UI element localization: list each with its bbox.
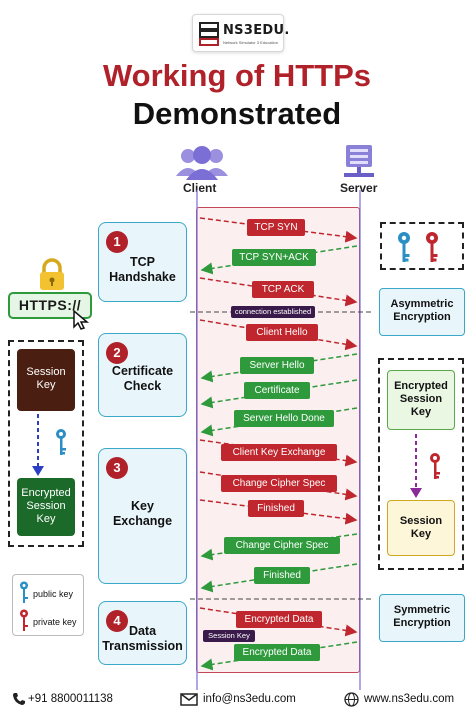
session-key-label: Session Key — [26, 366, 66, 391]
ns3edu-logo: NS3EDU. Network Simulator 3 Education — [192, 14, 289, 52]
line3: Key — [36, 513, 56, 525]
server-icon — [344, 145, 374, 177]
logo-tagline: Network Simulator 3 Education — [223, 40, 278, 45]
msg-finished-client: Finished — [248, 500, 304, 517]
line3: Key — [410, 406, 432, 418]
public-key-icon — [56, 429, 66, 455]
stage-number: 2 — [106, 342, 128, 364]
line1: Encrypted — [394, 380, 448, 392]
private-key-icon — [20, 609, 28, 631]
session-key-box: Session Key — [17, 349, 75, 411]
msg-tcp-syn-ack: TCP SYN+ACK — [232, 249, 316, 266]
email-icon — [180, 693, 198, 706]
private-key-icon — [426, 232, 438, 262]
footer-phone[interactable]: +91 8800011138 — [28, 693, 113, 705]
asymmetric-encryption-box: Asymmetric Encryption — [379, 288, 465, 336]
client-label: Client — [183, 181, 217, 195]
public-key-icon — [20, 581, 28, 603]
stage-label-line2: Handshake — [109, 270, 176, 284]
stage-label-line2: Transmission — [102, 639, 183, 653]
logo-text: NS3EDU. — [223, 23, 290, 38]
msg-tcp-syn: TCP SYN — [247, 219, 305, 236]
line2: Encryption — [393, 311, 451, 323]
msg-finished-server: Finished — [254, 567, 310, 584]
stage-label-line1: Key — [131, 499, 154, 513]
public-key-icon — [398, 232, 410, 262]
msg-client-key-exchange: Client Key Exchange — [221, 444, 337, 461]
line1: Session — [399, 515, 443, 527]
right-encrypted-session-key-box: Encrypted Session Key — [387, 370, 455, 430]
line2: Encryption — [393, 617, 451, 629]
phone-icon — [13, 693, 25, 705]
private-key-icon — [430, 453, 440, 479]
right-session-key-box: Session Key — [387, 500, 455, 556]
msg-encrypted-data-server: Encrypted Data — [234, 644, 320, 661]
down-arrow — [410, 434, 422, 498]
msg-server-hello: Server Hello — [240, 357, 314, 374]
stage-number: 4 — [106, 610, 128, 632]
legend: public key private key — [12, 574, 84, 636]
footer-website[interactable]: www.ns3edu.com — [364, 693, 455, 705]
msg-change-cipher-spec-client: Change Cipher Spec — [221, 475, 337, 492]
stage-label-line2: Exchange — [112, 514, 173, 528]
stage-label-line1: TCP — [130, 255, 155, 269]
stage-label-line1: Data — [128, 624, 157, 638]
stage-tcp-handshake: 1 TCP Handshake — [98, 222, 187, 302]
keys-pair-box — [380, 222, 464, 270]
stage-number: 1 — [106, 231, 128, 253]
title-line-2: Demonstrated — [132, 96, 342, 131]
down-arrow — [32, 414, 44, 476]
line1: Asymmetric — [390, 298, 454, 310]
line1: Symmetric — [393, 604, 451, 616]
footer-email[interactable]: info@ns3edu.com — [203, 693, 296, 705]
server-label: Server — [340, 181, 378, 195]
symmetric-encryption-box: Symmetric Encryption — [379, 594, 465, 642]
stage-label-line1: Certificate — [111, 364, 174, 378]
legend-public-key: public key — [33, 589, 74, 599]
msg-encrypted-data-client: Encrypted Data — [236, 611, 322, 628]
stage-certificate-check: 2 Certificate Check — [98, 333, 187, 417]
line2: Session — [399, 393, 443, 405]
cursor-icon — [73, 309, 90, 330]
globe-icon — [344, 692, 359, 707]
stage-data-transmission: 4 Data Transmission — [98, 601, 187, 665]
line2: Session — [26, 500, 66, 512]
left-encrypted-session-key-box: Encrypted Session Key — [17, 478, 75, 536]
msg-change-cipher-spec-server: Change Cipher Spec — [224, 537, 340, 554]
msg-connection-established: connection established — [231, 306, 315, 318]
padlock-icon — [40, 258, 64, 290]
msg-tcp-ack: TCP ACK — [252, 281, 314, 298]
legend-private-key: private key — [33, 617, 77, 627]
msg-server-hello-done: Server Hello Done — [234, 410, 334, 427]
footer: +91 8800011138 info@ns3edu.com www.ns3ed… — [0, 688, 474, 711]
client-group-icon — [176, 146, 228, 180]
stage-key-exchange: 3 Key Exchange — [98, 448, 187, 584]
stage-label-line2: Check — [123, 379, 162, 393]
line1: Encrypted — [21, 487, 71, 499]
line2: Key — [410, 528, 432, 540]
msg-client-hello: Client Hello — [246, 324, 318, 341]
msg-certificate: Certificate — [244, 382, 310, 399]
logo-mark-icon — [199, 22, 219, 46]
stage-number: 3 — [106, 457, 128, 479]
msg-session-key: Session Key — [203, 630, 255, 642]
title-line-1: Working of HTTPs — [102, 58, 372, 93]
